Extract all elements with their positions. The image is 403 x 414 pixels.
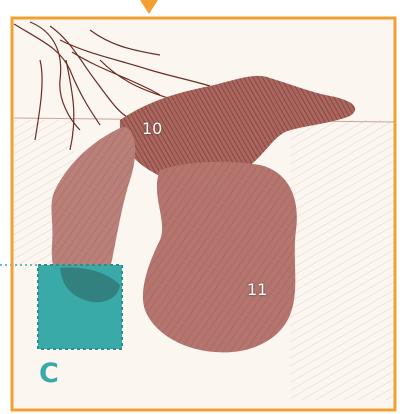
pointer-triangle bbox=[140, 0, 158, 14]
region-c-letter: C bbox=[39, 358, 59, 389]
label-11: 11 bbox=[247, 280, 267, 299]
region-c-box bbox=[38, 265, 122, 349]
label-10: 10 bbox=[142, 119, 162, 138]
